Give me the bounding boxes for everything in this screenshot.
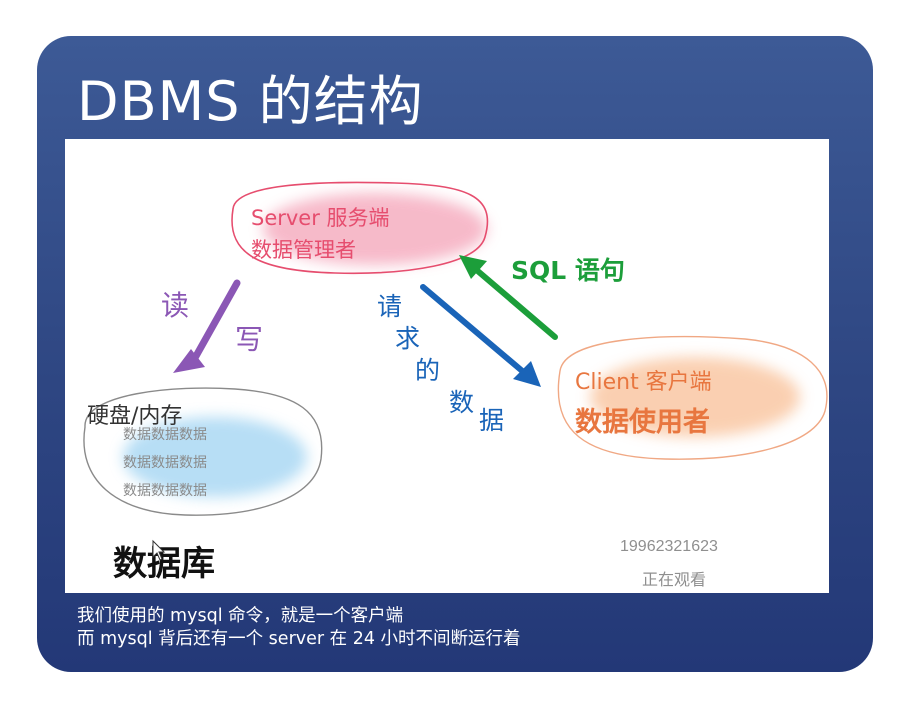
sql-arrow — [459, 255, 558, 340]
request-label-char-3: 的 — [415, 356, 440, 385]
read-write-arrow-line — [187, 279, 241, 369]
caption-line-2: 而 mysql 背后还有一个 server 在 24 小时不间断运行着 — [77, 629, 521, 649]
client-node: Client 客户端 数据使用者 — [557, 336, 828, 460]
storage-node: 硬盘/内存 数据数据数据 数据数据数据 数据数据数据 — [83, 387, 323, 516]
dbms-structure-diagram: Server 服务端 数据管理者 Client 客户端 数据使用者 硬盘/内存 … — [83, 181, 828, 589]
sql-label: SQL 语句 — [511, 256, 625, 285]
request-label-char-1: 请 — [377, 292, 402, 321]
sql-arrow-head — [459, 255, 487, 279]
write-label: 写 — [235, 323, 263, 356]
request-arrow — [420, 284, 541, 387]
slide: DBMS 的结构 Server 服务端 数据管理者 — [37, 36, 873, 672]
storage-outline — [83, 387, 323, 516]
client-highlight — [590, 357, 800, 437]
storage-row-1: 数据数据数据 — [123, 427, 207, 443]
slide-title: DBMS 的结构 — [77, 70, 424, 133]
storage-highlight — [123, 417, 307, 497]
server-highlight — [263, 193, 487, 265]
watermark-status: 正在观看 — [642, 571, 706, 589]
server-label-zh: 数据管理者 — [251, 238, 356, 262]
request-label-char-2: 求 — [395, 324, 420, 353]
request-arrow-head — [513, 361, 541, 387]
storage-label: 硬盘/内存 — [87, 404, 182, 429]
cursor-icon — [152, 539, 166, 561]
server-node: Server 服务端 数据管理者 — [231, 181, 489, 275]
storage-row-2: 数据数据数据 — [123, 455, 207, 471]
client-outline — [557, 336, 828, 460]
request-label-char-5: 据 — [479, 406, 504, 435]
storage-row-3: 数据数据数据 — [123, 483, 207, 499]
server-label-en: Server 服务端 — [251, 206, 390, 230]
watermark-id: 19962321623 — [620, 538, 718, 555]
request-label-char-4: 数 — [449, 388, 474, 417]
read-label: 读 — [161, 289, 189, 322]
client-label-en: Client 客户端 — [575, 370, 712, 395]
caption-line-1: 我们使用的 mysql 命令，就是一个客户端 — [77, 606, 404, 626]
request-label: 请 求 的 数 据 — [377, 292, 504, 435]
database-label: 数据库 — [113, 544, 215, 584]
sql-arrow-line — [470, 264, 558, 340]
caption: 我们使用的 mysql 命令，就是一个客户端 而 mysql 背后还有一个 se… — [77, 605, 521, 651]
request-arrow-line — [420, 284, 530, 378]
read-write-arrow — [173, 279, 241, 373]
read-write-arrow-head — [173, 349, 205, 373]
whiteboard: Server 服务端 数据管理者 Client 客户端 数据使用者 硬盘/内存 … — [65, 139, 829, 593]
server-outline — [231, 181, 489, 275]
client-label-zh: 数据使用者 — [575, 407, 710, 438]
